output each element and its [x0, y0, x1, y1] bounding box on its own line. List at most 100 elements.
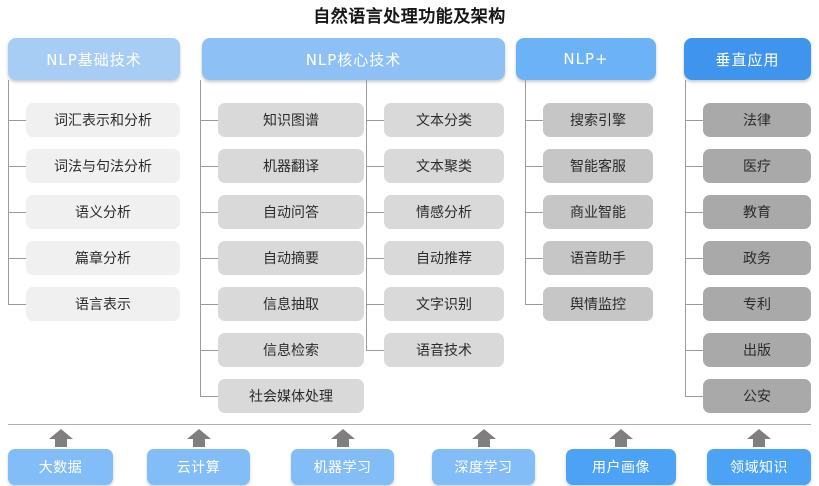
foundation-item-3[interactable]: 深度学习: [432, 449, 535, 485]
tree-connector: [366, 350, 384, 351]
watermark: [690, 476, 819, 486]
tree-connector: [685, 212, 703, 213]
tree-spine: [8, 80, 9, 304]
pillar-header-nlp-core[interactable]: NLP核心技术: [202, 38, 505, 80]
node-nlp-basic-0-4[interactable]: 语言表示: [26, 287, 180, 321]
node-vertical-app-0-3[interactable]: 政务: [703, 241, 811, 275]
pillar-header-label: NLP基础技术: [46, 50, 142, 69]
node-nlp-core-0-5[interactable]: 信息检索: [218, 333, 364, 367]
node-label: 专利: [743, 297, 771, 313]
tree-connector: [8, 304, 26, 305]
node-vertical-app-0-4[interactable]: 专利: [703, 287, 811, 321]
node-label: 法律: [743, 113, 771, 129]
pillar-header-vertical-app[interactable]: 垂直应用: [684, 38, 811, 80]
tree-connector: [685, 120, 703, 121]
node-nlp-core-0-3[interactable]: 自动摘要: [218, 241, 364, 275]
node-vertical-app-0-6[interactable]: 公安: [703, 379, 811, 413]
tree-connector: [525, 120, 543, 121]
tree-spine: [366, 80, 367, 350]
tree-spine: [200, 80, 201, 396]
foundation-divider: [8, 424, 811, 425]
tree-spine: [685, 80, 686, 396]
node-nlp-core-1-5[interactable]: 语音技术: [384, 333, 504, 367]
node-nlp-basic-0-3[interactable]: 篇章分析: [26, 241, 180, 275]
node-label: 自动问答: [263, 205, 319, 221]
tree-connector: [8, 166, 26, 167]
node-nlp-core-0-1[interactable]: 机器翻译: [218, 149, 364, 183]
tree-connector: [200, 120, 218, 121]
node-vertical-app-0-0[interactable]: 法律: [703, 103, 811, 137]
up-arrow-icon: [746, 428, 772, 448]
tree-connector: [8, 212, 26, 213]
node-label: 商业智能: [570, 205, 626, 221]
tree-connector: [685, 350, 703, 351]
pillar-header-nlp-plus[interactable]: NLP+: [516, 38, 656, 80]
node-nlp-core-0-4[interactable]: 信息抽取: [218, 287, 364, 321]
tree-connector: [685, 258, 703, 259]
page-title: 自然语言处理功能及架构: [313, 7, 506, 27]
tree-connector: [366, 212, 384, 213]
node-vertical-app-0-1[interactable]: 医疗: [703, 149, 811, 183]
tree-connector: [200, 350, 218, 351]
node-label: 搜索引擎: [570, 113, 626, 129]
node-nlp-core-1-2[interactable]: 情感分析: [384, 195, 504, 229]
node-nlp-basic-0-2[interactable]: 语义分析: [26, 195, 180, 229]
node-label: 公安: [743, 389, 771, 405]
foundation-item-label: 用户画像: [592, 460, 650, 476]
tree-connector: [525, 212, 543, 213]
tree-connector: [200, 396, 218, 397]
node-label: 自动推荐: [416, 251, 472, 267]
node-label: 文字识别: [416, 297, 472, 313]
foundation-item-label: 云计算: [176, 460, 221, 476]
node-nlp-basic-0-1[interactable]: 词法与句法分析: [26, 149, 180, 183]
foundation-item-label: 深度学习: [454, 460, 513, 476]
tree-connector: [8, 258, 26, 259]
node-label: 信息抽取: [263, 297, 319, 313]
node-label: 词法与句法分析: [54, 159, 152, 175]
foundation-item-label: 机器学习: [313, 460, 372, 476]
node-label: 语义分析: [75, 205, 131, 221]
node-label: 篇章分析: [75, 251, 131, 267]
pillar-header-label: 垂直应用: [715, 50, 780, 69]
node-nlp-plus-0-3[interactable]: 语音助手: [543, 241, 653, 275]
tree-connector: [366, 258, 384, 259]
foundation-item-4[interactable]: 用户画像: [566, 449, 676, 485]
node-nlp-core-0-2[interactable]: 自动问答: [218, 195, 364, 229]
node-nlp-plus-0-4[interactable]: 舆情监控: [543, 287, 653, 321]
tree-connector: [366, 166, 384, 167]
pillar-header-label: NLP核心技术: [305, 50, 402, 69]
tree-connector: [200, 304, 218, 305]
foundation-item-2[interactable]: 机器学习: [291, 449, 394, 485]
pillar-header-nlp-basic[interactable]: NLP基础技术: [8, 38, 180, 80]
node-nlp-core-1-4[interactable]: 文字识别: [384, 287, 504, 321]
foundation-item-1[interactable]: 云计算: [147, 449, 250, 485]
tree-connector: [685, 304, 703, 305]
tree-connector: [200, 258, 218, 259]
foundation-item-0[interactable]: 大数据: [8, 449, 113, 485]
node-nlp-core-1-3[interactable]: 自动推荐: [384, 241, 504, 275]
node-label: 舆情监控: [570, 297, 626, 313]
node-label: 医疗: [743, 159, 771, 175]
node-nlp-basic-0-0[interactable]: 词汇表示和分析: [26, 103, 180, 137]
node-nlp-plus-0-1[interactable]: 智能客服: [543, 149, 653, 183]
node-label: 文本聚类: [416, 159, 472, 175]
up-arrow-icon: [330, 428, 356, 448]
tree-connector: [525, 304, 543, 305]
node-label: 语音技术: [416, 343, 472, 359]
node-nlp-core-0-0[interactable]: 知识图谱: [218, 103, 364, 137]
node-nlp-core-0-6[interactable]: 社会媒体处理: [218, 379, 364, 413]
node-nlp-core-1-0[interactable]: 文本分类: [384, 103, 504, 137]
node-label: 自动摘要: [263, 251, 319, 267]
node-nlp-plus-0-2[interactable]: 商业智能: [543, 195, 653, 229]
node-vertical-app-0-2[interactable]: 教育: [703, 195, 811, 229]
node-label: 信息检索: [263, 343, 319, 359]
node-label: 教育: [743, 205, 771, 221]
node-nlp-core-1-1[interactable]: 文本聚类: [384, 149, 504, 183]
tree-connector: [366, 120, 384, 121]
tree-spine: [525, 80, 526, 304]
node-nlp-plus-0-0[interactable]: 搜索引擎: [543, 103, 653, 137]
node-vertical-app-0-5[interactable]: 出版: [703, 333, 811, 367]
up-arrow-icon: [186, 428, 212, 448]
foundation-item-5[interactable]: 领域知识: [707, 449, 811, 485]
